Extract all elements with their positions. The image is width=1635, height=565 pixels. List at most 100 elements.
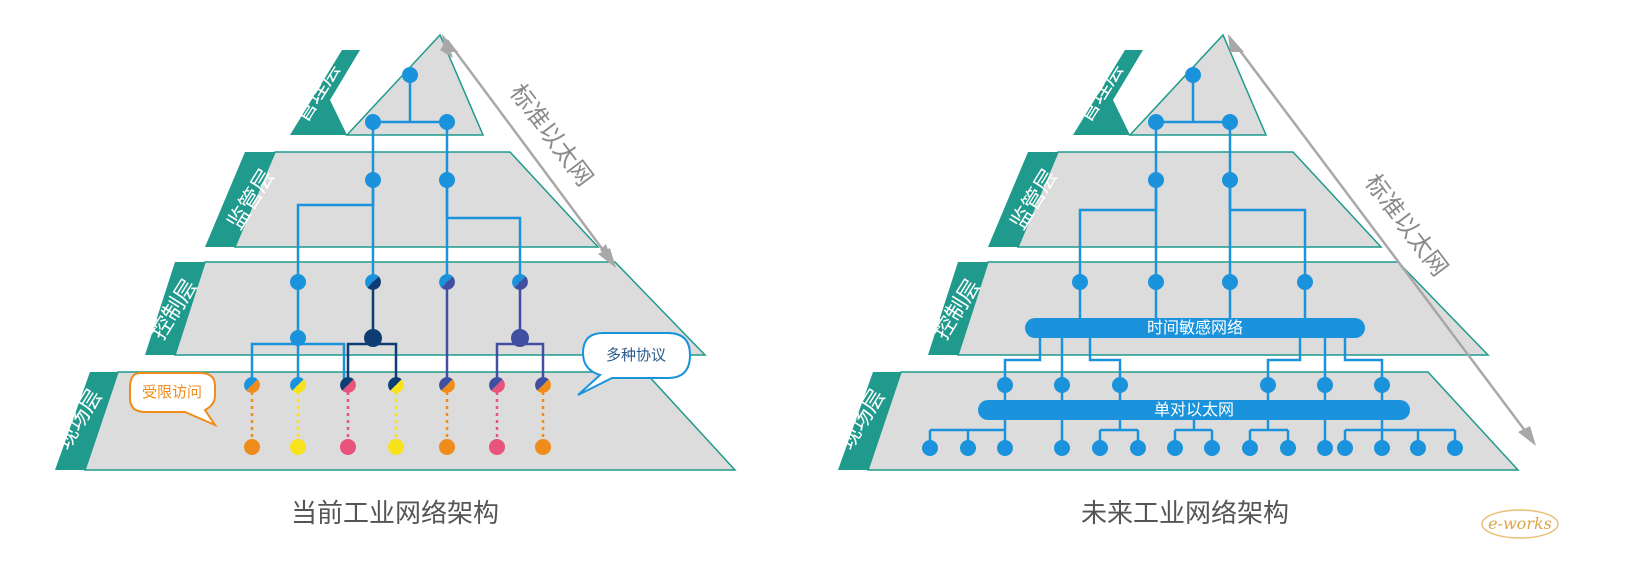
layer-tab [988,152,1058,247]
field-gateway-node [290,377,306,393]
layer-tab [55,372,118,470]
layer-body [173,261,707,356]
protocols-bubble: 多种协议 [577,332,692,396]
bubble-shape [129,372,218,428]
split-node-half-a [439,377,453,391]
restricted-access-text: 受限访问 [142,383,202,401]
field-gateway-node [439,377,455,393]
connector-line [1088,338,1122,385]
spe-bus-label: 单对以太网 [1154,400,1234,419]
management-server-node [402,67,418,83]
restricted-access-bubble: 受限访问 [129,372,218,428]
field-gateway-node [489,377,505,393]
scope-arrow-tip-bottom [598,248,616,268]
field-device [1130,440,1146,456]
field-device [1447,440,1463,456]
split-node-half-a [388,377,402,391]
field-device [922,440,938,456]
field-gateway-node [244,377,260,393]
tsn-bus: 时间敏感网络 [1025,318,1365,338]
network-node [511,329,529,347]
connector-line [1003,338,1042,385]
layer-tab [928,262,988,355]
scope-arrow-tip-top [1228,34,1244,52]
field-device-pink [340,439,356,455]
tsn-bus-bar [1025,318,1365,338]
split-node-half-a [290,377,304,391]
layer-tab [1073,50,1143,135]
field-device [1054,440,1070,456]
field-device [1204,440,1220,456]
split-node-half-b [491,379,505,393]
field-device [1317,440,1333,456]
network-node [1260,377,1276,393]
field-device [1337,440,1353,456]
split-node-half-a [439,274,453,288]
split-node-half-a [365,274,379,288]
bubble-shape [577,332,692,396]
layer-supervisory: 监管层 [205,151,600,248]
scope-arrow [1231,39,1533,441]
network-node [364,329,382,347]
scope-arrow-tip-bottom [1518,426,1536,446]
field-gateway-node [388,377,404,393]
split-node-half-a [340,377,354,391]
split-node-half-a [489,377,503,391]
network-node [997,377,1013,393]
field-device [1242,440,1258,456]
scope-arrow-tip-top [442,34,458,52]
split-node-half-b [537,379,551,393]
field-gateway-node [535,377,551,393]
layer-body [1016,151,1383,248]
field-device [1167,440,1183,456]
field-device-orange [535,439,551,455]
layer-body [345,33,485,136]
layer-control: 控制层 [145,261,707,356]
field-device [1280,440,1296,456]
layer-body [233,151,600,248]
management-server-node [1185,67,1201,83]
field-device [960,440,976,456]
network-node [1054,377,1070,393]
connector-line [495,342,545,385]
caption-current: 当前工业网络架构 [291,499,499,529]
split-node-half-b [342,379,356,393]
field-device [997,440,1013,456]
network-node [1297,274,1313,290]
logo-text: e-works [1488,514,1552,533]
connector-line [1343,338,1384,385]
layer-body [1128,33,1268,136]
split-node-half-b [292,379,306,393]
layer-management: 管理层 [289,33,485,136]
field-device-yellow [388,439,404,455]
network-node [1148,274,1164,290]
layer-tab [290,50,360,135]
logo-swoosh [1481,509,1559,539]
field-device [1092,440,1108,456]
split-node-half-a [244,377,258,391]
split-node-half-a [535,377,549,391]
network-node [1317,377,1333,393]
field-device-orange [439,439,455,455]
layer-control: 控制层 [928,261,1490,356]
split-node-half-b [390,379,404,393]
scope-arrow [445,39,614,263]
connector-line [346,342,398,385]
split-node-half-b [441,379,455,393]
layer-tab [838,372,901,470]
spe-bus-bar [978,400,1410,420]
caption-future: 未来工业网络架构 [1081,499,1289,529]
field-device-pink [489,439,505,455]
network-node [1112,377,1128,393]
field-device-orange [244,439,260,455]
field-device [1410,440,1426,456]
field-device-yellow [290,439,306,455]
network-node [1374,377,1390,393]
network-node [1072,274,1088,290]
spe-bus: 单对以太网 [978,400,1410,420]
protocols-text: 多种协议 [606,346,666,364]
split-node-half-b [246,379,260,393]
